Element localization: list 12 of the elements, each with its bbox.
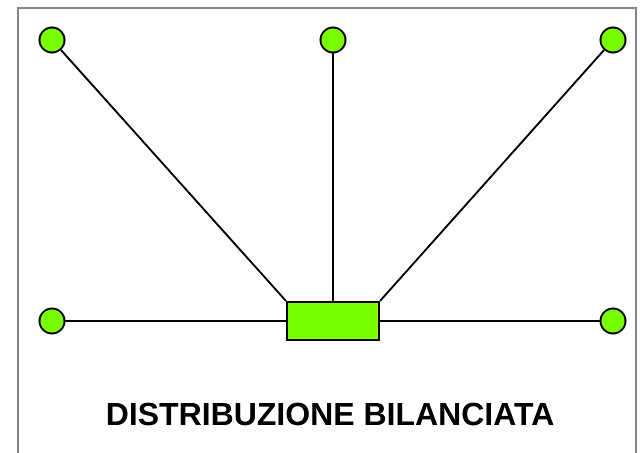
terminal-circle <box>38 308 66 334</box>
terminal-circle <box>38 26 66 54</box>
terminal-circle <box>600 308 626 334</box>
connector-line <box>379 49 605 302</box>
terminal-circle <box>320 26 346 54</box>
distribution-box <box>286 301 380 341</box>
connector-line <box>60 49 287 302</box>
connector-line <box>380 320 600 322</box>
connector-line <box>66 320 286 322</box>
diagram-title: DISTRIBUZIONE BILANCIATA <box>108 402 554 426</box>
terminal-circle <box>600 26 626 54</box>
connector-line <box>332 54 334 301</box>
